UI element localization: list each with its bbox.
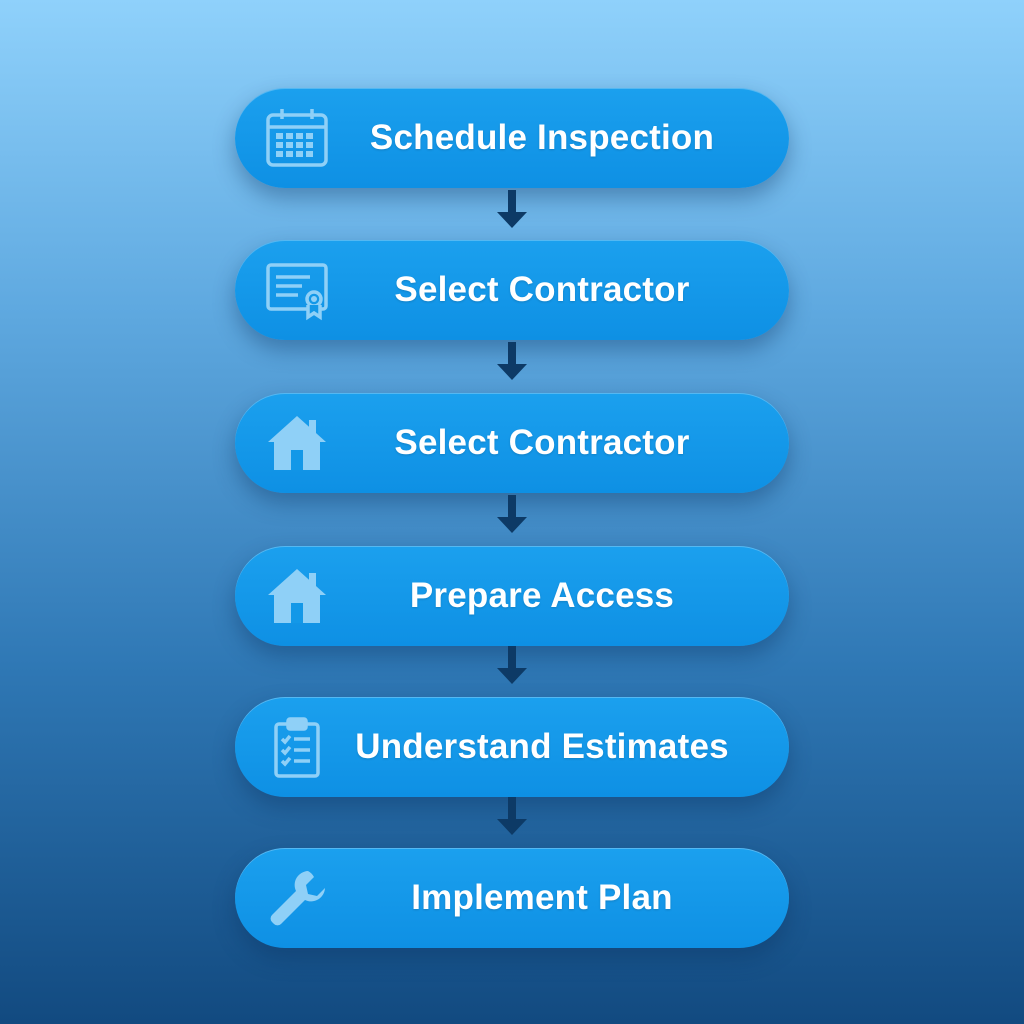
down-arrow-icon <box>495 797 529 839</box>
step-label: Understand Estimates <box>355 727 729 766</box>
down-arrow-icon <box>495 495 529 537</box>
step-prepare-access[interactable]: Prepare Access <box>235 546 789 646</box>
house-icon <box>263 411 331 475</box>
certificate-icon <box>263 258 331 322</box>
clipboard-checklist-icon <box>263 715 331 779</box>
step-label: Implement Plan <box>411 878 673 917</box>
step-schedule-inspection[interactable]: Schedule Inspection <box>235 88 789 188</box>
down-arrow-icon <box>495 190 529 232</box>
step-select-contractor-2[interactable]: Select Contractor <box>235 393 789 493</box>
step-implement-plan[interactable]: Implement Plan <box>235 848 789 948</box>
house-icon <box>263 564 331 628</box>
down-arrow-icon <box>495 342 529 384</box>
step-label: Prepare Access <box>409 576 675 615</box>
step-understand-estimates[interactable]: Understand Estimates <box>235 697 789 797</box>
step-label: Schedule Inspection <box>369 118 715 157</box>
calendar-icon <box>263 106 331 170</box>
step-label: Select Contractor <box>394 423 690 462</box>
step-label: Select Contractor <box>394 270 690 309</box>
step-select-contractor[interactable]: Select Contractor <box>235 240 789 340</box>
down-arrow-icon <box>495 646 529 688</box>
process-flowchart: Schedule Inspection Select Contractor <box>235 0 789 1024</box>
wrench-icon <box>263 866 331 930</box>
